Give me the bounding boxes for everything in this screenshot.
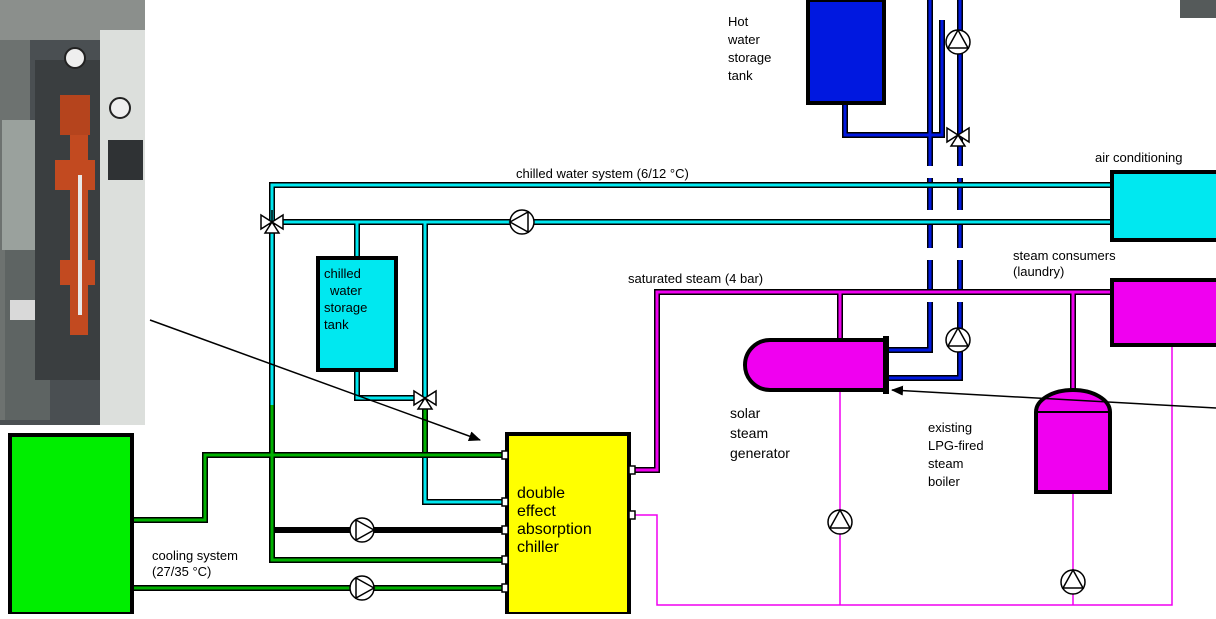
pump-icon (945, 326, 971, 353)
cooling-system-label-2: (27/35 °C) (152, 564, 211, 579)
pump-icon (1060, 568, 1086, 595)
hot-water-tank-label-3: storage (728, 50, 771, 65)
lpg-boiler-label-1: existing (928, 420, 972, 435)
lpg-boiler-label-4: boiler (928, 474, 960, 489)
pump-icon (508, 209, 535, 235)
hot-water-tank-label-4: tank (728, 68, 753, 83)
pump-icon (349, 575, 376, 601)
cooling-tower (8, 433, 134, 616)
photo-pointer-arrow (149, 319, 481, 441)
chilled-water-system-label: chilled water system (6/12 °C) (516, 166, 689, 181)
steam-consumers-label-1: steam consumers (1013, 248, 1116, 263)
cooling-system-label-1: cooling system (152, 548, 238, 563)
absorption-chiller (505, 432, 631, 616)
chilled-water-tank-label-1: chilled (324, 266, 361, 281)
equipment-photo (0, 0, 145, 425)
lpg-boiler-label-3: steam (928, 456, 963, 471)
air-conditioning-label: air conditioning (1095, 150, 1182, 165)
valve-icon (946, 126, 970, 147)
valve-icon (413, 389, 437, 410)
chiller-label-1: double (517, 485, 565, 502)
corner-photo (1180, 0, 1216, 18)
solar-steam-generator (743, 338, 888, 392)
pump-icon (945, 28, 971, 55)
lpg-boiler-label-2: LPG-fired (928, 438, 984, 453)
solar-steam-generator-label-1: solar (730, 405, 761, 421)
valve-icons (260, 126, 970, 410)
chiller-label-4: chiller (517, 539, 559, 556)
pump-icons (349, 28, 1086, 601)
chilled-water-tank-label-4: tank (324, 317, 349, 332)
steam-consumers-label-2: (laundry) (1013, 264, 1064, 279)
chilled-water-storage-tank (316, 256, 398, 372)
hot-water-tank-label-1: Hot (728, 14, 749, 29)
chilled-water-circuit (269, 182, 1112, 563)
saturated-steam-label: saturated steam (4 bar) (628, 271, 763, 286)
pump-icon (827, 508, 853, 535)
hot-water-storage-tank (806, 0, 886, 105)
chiller-label-3: absorption (517, 521, 592, 538)
steam-consumers-unit (1110, 278, 1216, 347)
chiller-label-2: effect (517, 503, 556, 520)
hot-water-tank-label-2: water (727, 32, 760, 47)
chiller-ports (501, 450, 636, 593)
solar-steam-generator-label-3: generator (730, 445, 790, 461)
lpg-steam-boiler (1034, 388, 1112, 494)
solar-steam-generator-label-2: steam (730, 425, 768, 441)
air-conditioning-unit (1110, 170, 1216, 242)
chilled-water-tank-label-2: water (329, 283, 362, 298)
valve-icon (260, 210, 284, 234)
photo-pointer-arrow-right (891, 385, 1216, 409)
chilled-water-tank-label-3: storage (324, 300, 367, 315)
pump-icon (349, 517, 376, 543)
